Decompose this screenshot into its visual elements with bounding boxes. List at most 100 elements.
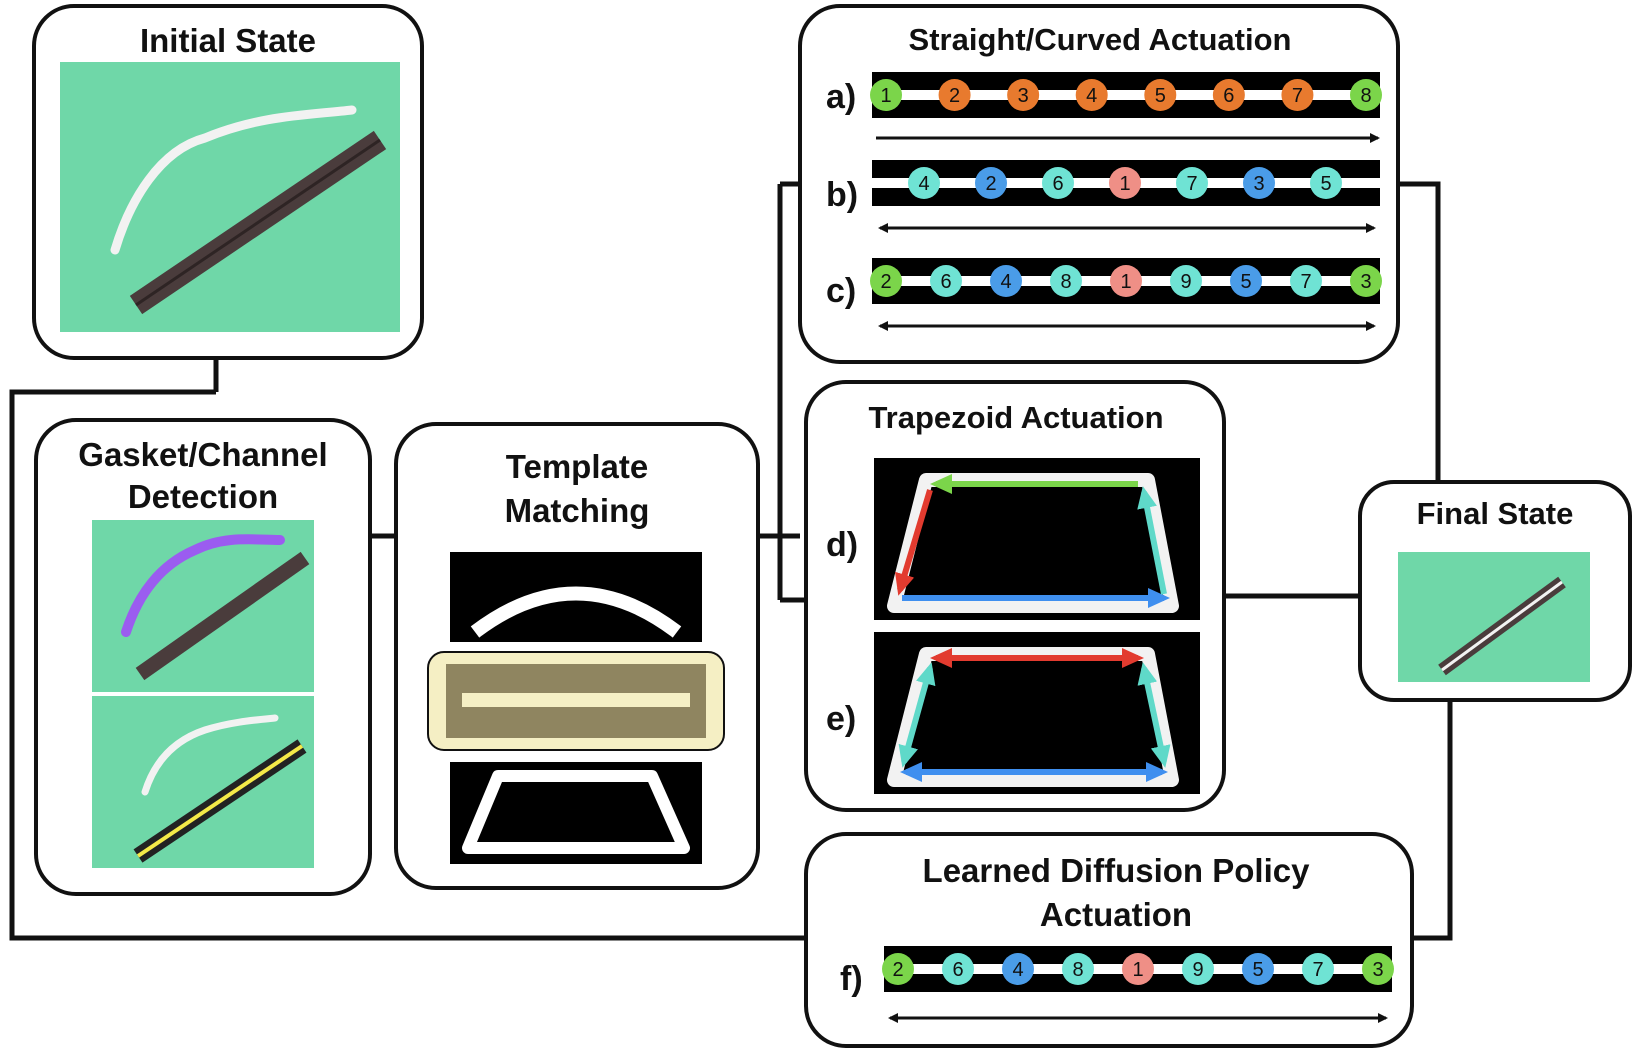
- trap-d-arrow-right: [1137, 486, 1167, 595]
- row-f-node-8: [1302, 953, 1334, 985]
- row-a-node-8: [1350, 79, 1382, 111]
- trap-e-arrow-right: [1137, 662, 1171, 768]
- diffusion-title-line2: Actuation: [1040, 896, 1192, 933]
- row-c-node-7-label: 5: [1240, 271, 1251, 293]
- row-a-node-1-label: 1: [880, 85, 891, 107]
- row-f-node-3: [1002, 953, 1034, 985]
- gasket-detected: [121, 534, 285, 637]
- row-f-node-7: [1242, 953, 1274, 985]
- row-b-node-1-label: 4: [918, 173, 929, 195]
- row-a-node-6: [1212, 79, 1245, 111]
- row-a-label: a): [826, 78, 856, 116]
- row-c-node-5-label: 1: [1120, 271, 1131, 293]
- diffusion-title-line1: Learned Diffusion Policy: [923, 852, 1311, 889]
- row-c-node-1: [870, 265, 902, 297]
- panel-initial-state: Initial State: [32, 4, 424, 360]
- row-f-node-5: [1122, 953, 1154, 985]
- row-a-nodes: 1 2 3 4 5 6 7 8: [870, 79, 1382, 111]
- row-c-node-2: [930, 265, 962, 297]
- row-a-node-7: [1281, 79, 1314, 111]
- row-c-node-6: [1170, 265, 1202, 297]
- row-f-node-9-label: 3: [1372, 959, 1383, 981]
- panel-diffusion-policy: Learned Diffusion Policy Actuation f) 2 6…: [804, 832, 1414, 1048]
- row-b-node-5-label: 7: [1186, 173, 1197, 195]
- row-f-node-2: [942, 953, 974, 985]
- row-b-node-6-label: 3: [1253, 173, 1264, 195]
- row-a-node-3-label: 3: [1018, 85, 1029, 107]
- row-a-node-3: [1007, 79, 1040, 111]
- row-f-node-3-label: 4: [1012, 959, 1023, 981]
- final-state-photo: [1398, 552, 1590, 682]
- row-c-node-9-label: 3: [1360, 271, 1371, 293]
- row-b-node-7: [1310, 167, 1342, 199]
- trap-e-label: e): [826, 700, 856, 738]
- row-f-node-7-label: 5: [1252, 959, 1263, 981]
- row-f-node-4-label: 8: [1072, 959, 1083, 981]
- detection-title-line1: Gasket/Channel: [78, 436, 327, 473]
- detection-title-line2: Detection: [128, 478, 278, 515]
- row-f-node-1-label: 2: [892, 959, 903, 981]
- detection-photo-channel: [92, 696, 314, 868]
- row-f-node-9: [1362, 953, 1394, 985]
- row-c-label: c): [826, 272, 856, 310]
- trap-e-arrow-left: [898, 662, 936, 768]
- row-b-node-4-label: 1: [1119, 173, 1130, 195]
- row-f-label: f): [840, 960, 863, 998]
- row-f-node-5-label: 1: [1132, 959, 1143, 981]
- row-f-node-8-label: 7: [1312, 959, 1323, 981]
- trap-d-label: d): [826, 526, 858, 564]
- trapezoid-title: Trapezoid Actuation: [868, 400, 1163, 435]
- row-c-nodes: 2 6 4 8 1 9 5 7 3: [870, 265, 1382, 297]
- row-a-node-5: [1144, 79, 1177, 111]
- trap-d-arrow-left: [895, 489, 933, 596]
- row-f-node-1: [882, 953, 914, 985]
- row-c-node-4: [1050, 265, 1082, 297]
- row-c-node-9: [1350, 265, 1382, 297]
- row-a-node-2-label: 2: [949, 85, 960, 107]
- gasket-strip: [110, 105, 357, 255]
- row-f-node-4: [1062, 953, 1094, 985]
- initial-state-title: Initial State: [140, 22, 316, 59]
- final-state-title: Final State: [1417, 496, 1574, 531]
- panel-detection: Gasket/Channel Detection: [34, 418, 372, 896]
- row-a-node-2: [938, 79, 971, 111]
- row-c-node-3: [990, 265, 1022, 297]
- row-f-node-6: [1182, 953, 1214, 985]
- row-b-node-3-label: 6: [1052, 173, 1063, 195]
- row-b-node-4: [1109, 167, 1141, 199]
- row-c-node-4-label: 8: [1060, 271, 1071, 293]
- panel-template-matching: Template Matching: [394, 422, 760, 890]
- panel-final-state: Final State: [1358, 480, 1632, 702]
- row-f-node-6-label: 9: [1192, 959, 1203, 981]
- row-a-node-5-label: 5: [1155, 85, 1166, 107]
- row-c-node-6-label: 9: [1180, 271, 1191, 293]
- row-c-node-1-label: 2: [880, 271, 891, 293]
- row-b-node-7-label: 5: [1320, 173, 1331, 195]
- straight-title: Straight/Curved Actuation: [909, 22, 1292, 57]
- row-a-node-7-label: 7: [1292, 85, 1303, 107]
- connector-lines: [9, 181, 1453, 941]
- row-a-node-8-label: 8: [1360, 85, 1371, 107]
- panel-trapezoid: Trapezoid Actuation d) e): [804, 380, 1226, 812]
- row-c-node-8: [1290, 265, 1322, 297]
- initial-state-photo: [60, 62, 400, 332]
- row-c-node-5: [1110, 265, 1142, 297]
- row-a-node-4-label: 4: [1086, 85, 1097, 107]
- row-a-node-4: [1075, 79, 1108, 111]
- panel-straight-curved: Straight/Curved Actuation a) 1 2 3 4 5 6 7 8 b)…: [798, 4, 1400, 364]
- row-c-node-2-label: 6: [940, 271, 951, 293]
- connector-straight-to-final: [1398, 181, 1441, 482]
- row-b-node-2: [975, 167, 1007, 199]
- row-b-node-1: [908, 167, 940, 199]
- row-a-node-6-label: 6: [1223, 85, 1234, 107]
- row-c-node-8-label: 7: [1300, 271, 1311, 293]
- row-c-node-3-label: 4: [1000, 271, 1011, 293]
- row-b-node-5: [1176, 167, 1208, 199]
- row-f-nodes: 2 6 4 8 1 9 5 7 3: [882, 953, 1394, 985]
- row-b-label: b): [826, 176, 858, 214]
- row-a-node-1: [870, 79, 902, 111]
- connector-diffusion-to-final: [1412, 700, 1453, 941]
- row-f-node-2-label: 6: [952, 959, 963, 981]
